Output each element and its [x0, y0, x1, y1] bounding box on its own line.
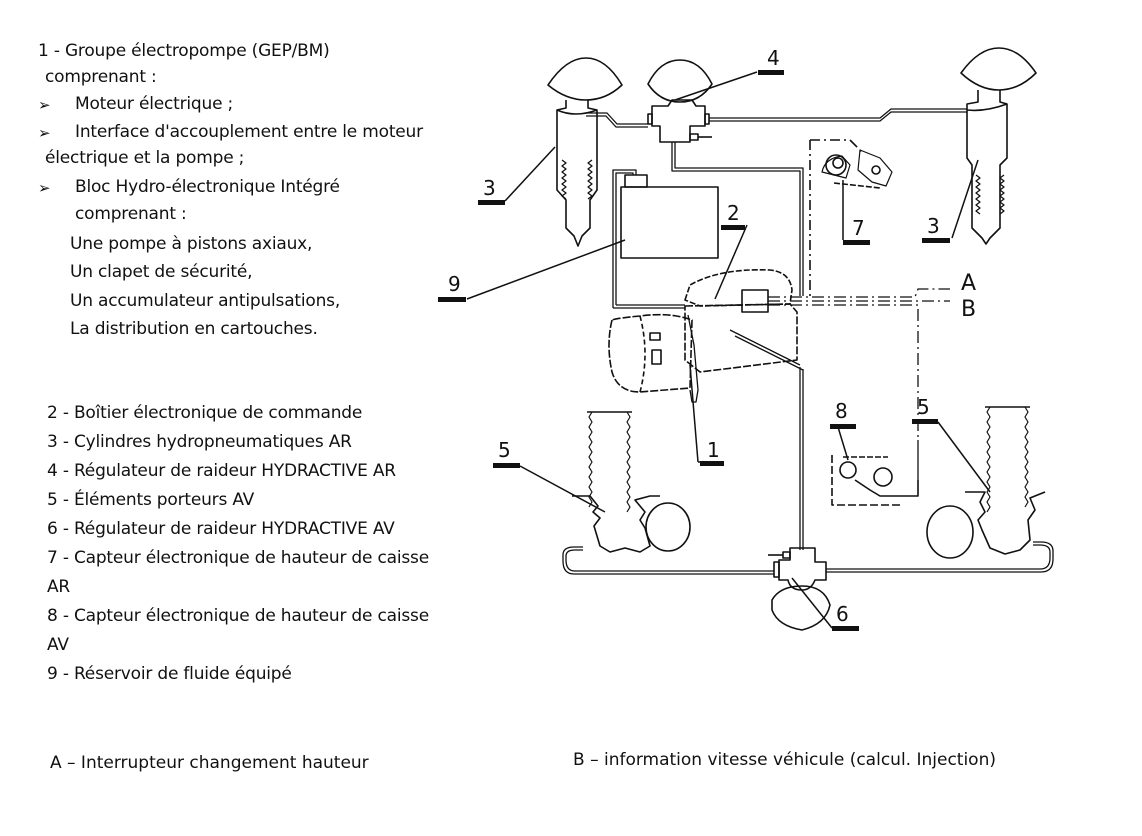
callout-2: 2	[727, 201, 740, 225]
item-1-title: 1 - Groupe électropompe (GEP/BM)	[38, 41, 330, 61]
front-hydraulic-lines	[562, 367, 1054, 575]
item-1-bullet-interface: Interface d'accouplement entre le moteur	[75, 122, 423, 142]
front-left-strut	[572, 411, 691, 553]
rear-left-cylinder	[547, 57, 623, 247]
callout-3-left: 3	[483, 176, 496, 200]
front-stiffness-regulator	[768, 547, 831, 631]
rear-stiffness-regulator	[647, 59, 713, 143]
rear-hydraulic-lines	[586, 108, 967, 296]
electrical-wiring-a-b	[768, 288, 950, 480]
rear-height-sensor	[809, 139, 893, 300]
item-1-bullet-bloc: Bloc Hydro-électronique Intégré	[75, 177, 340, 197]
legend-item-3: 3 - Cylindres hydropneumatiques AR	[47, 432, 352, 452]
callout-bars	[438, 70, 950, 631]
legend-item-7: 7 - Capteur électronique de hauteur de c…	[47, 548, 429, 568]
callout-leaders	[466, 71, 991, 629]
callout-5-right: 5	[917, 395, 930, 419]
sub-item-pump: Une pompe à pistons axiaux,	[70, 234, 313, 254]
legend-item-6: 6 - Régulateur de raideur HYDRACTIVE AV	[47, 519, 395, 539]
callout-9: 9	[448, 272, 461, 296]
fluid-reservoir	[612, 169, 719, 309]
legend-item-8: 8 - Capteur électronique de hauteur de c…	[47, 606, 429, 626]
callout-5-left: 5	[498, 438, 511, 462]
front-right-strut	[926, 406, 1046, 559]
bullet-arrow-icon: ➢	[38, 179, 51, 197]
callout-6: 6	[836, 602, 849, 626]
item-1-subtitle: comprenant :	[45, 67, 157, 87]
legend-item-7-cont: AR	[47, 577, 71, 597]
legend-item-5: 5 - Éléments porteurs AV	[47, 490, 255, 510]
sub-item-accumulator: Un accumulateur antipulsations,	[70, 291, 341, 311]
legend-item-2: 2 - Boîtier électronique de commande	[47, 403, 363, 423]
callout-1: 1	[707, 438, 720, 462]
item-1-bullet-bloc-cont: comprenant :	[75, 204, 187, 224]
footer-note-a: A – Interrupteur changement hauteur	[50, 753, 369, 773]
electropump-unit	[608, 268, 804, 403]
legend-item-4: 4 - Régulateur de raideur HYDRACTIVE AR	[47, 461, 396, 481]
footer-note-b: B – information vitesse véhicule (calcul…	[573, 750, 996, 770]
legend-item-9: 9 - Réservoir de fluide équipé	[47, 664, 292, 684]
connector-a-label: A	[961, 271, 976, 296]
front-height-sensor	[831, 455, 919, 506]
sub-item-distribution: La distribution en cartouches.	[70, 319, 318, 339]
item-1-bullet-interface-cont: électrique et la pompe ;	[45, 148, 245, 168]
legend-item-8-cont: AV	[47, 635, 69, 655]
sub-item-valve: Un clapet de sécurité,	[70, 262, 253, 282]
callout-4: 4	[767, 46, 780, 70]
callout-labels: 1 2 3 3 4 5 5 6 7 8 9 A B	[448, 46, 976, 626]
callout-3-right: 3	[927, 214, 940, 238]
bullet-arrow-icon: ➢	[38, 124, 51, 142]
callout-7: 7	[852, 216, 865, 240]
item-1-bullet-motor: Moteur électrique ;	[75, 94, 234, 114]
rear-right-cylinder	[960, 47, 1037, 245]
bullet-arrow-icon: ➢	[38, 96, 51, 114]
callout-8: 8	[835, 399, 848, 423]
connector-b-label: B	[961, 297, 976, 322]
